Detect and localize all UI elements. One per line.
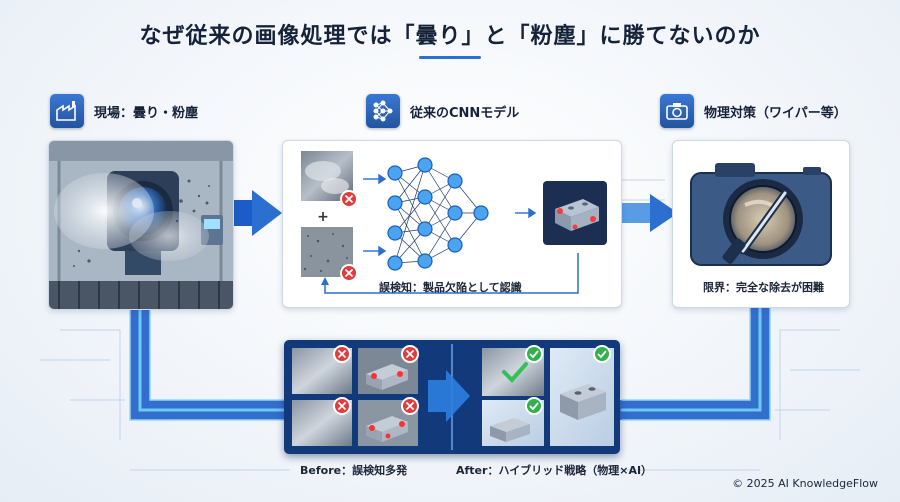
cnn-caption: 誤検知：製品欠陥として認識 [379, 281, 522, 294]
physical-panel: 限界：完全な除去が困難 [672, 140, 850, 308]
camera-wiper-illustration [690, 163, 832, 266]
after-label: After：ハイブリッド戦略（物理×AI） [456, 464, 653, 477]
site-header: 現場：曇り・粉塵 [50, 94, 198, 128]
comparison-panel [284, 340, 620, 454]
site-label: 現場：曇り・粉塵 [94, 105, 199, 121]
page-title: なぜ従来の画像処理では「曇り」と「粉塵」に勝てないのか [139, 24, 761, 49]
copyright: © 2025 AI KnowledgeFlow [732, 477, 878, 490]
physical-caption: 限界：完全な除去が困難 [703, 281, 824, 294]
cnn-panel: + [282, 140, 622, 308]
cnn-diagram: + [301, 151, 607, 294]
factory-icon [50, 94, 84, 128]
before-label: Before：誤検知多発 [300, 464, 408, 477]
physical-header: 物理対策（ワイパー等） [660, 94, 847, 128]
factory-scene [48, 140, 234, 310]
physical-label: 物理対策（ワイパー等） [704, 105, 847, 121]
neural-network-icon [366, 94, 400, 128]
svg-text:+: + [317, 209, 329, 225]
flow-arrow-1 [232, 190, 282, 236]
title-underline [419, 56, 481, 59]
fog-camera-illustration [49, 141, 233, 309]
camera-icon [660, 94, 694, 128]
comparison-diagram [292, 344, 614, 450]
cnn-label: 従来のCNNモデル [410, 105, 520, 121]
cnn-header: 従来のCNNモデル [366, 94, 519, 128]
